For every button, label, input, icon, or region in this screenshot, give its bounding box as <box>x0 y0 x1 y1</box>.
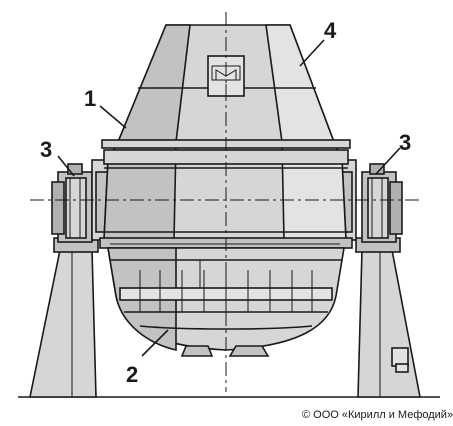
callout-3-left: 3 <box>40 137 52 162</box>
converter-top-cone <box>116 24 336 143</box>
leader-3-right <box>375 147 401 175</box>
leader-4 <box>299 39 325 67</box>
callout-4: 4 <box>324 18 337 43</box>
left-support-stand <box>29 237 99 398</box>
callout-3-right: 3 <box>399 130 411 155</box>
callout-2: 2 <box>126 362 138 387</box>
right-support-stand <box>355 237 421 398</box>
leader-1 <box>99 105 127 129</box>
leader-2 <box>141 329 169 357</box>
copyright-text: © ООО «Кирилл и Мефодий» <box>302 409 453 421</box>
callout-1: 1 <box>84 86 96 111</box>
leader-3-left <box>57 155 75 177</box>
